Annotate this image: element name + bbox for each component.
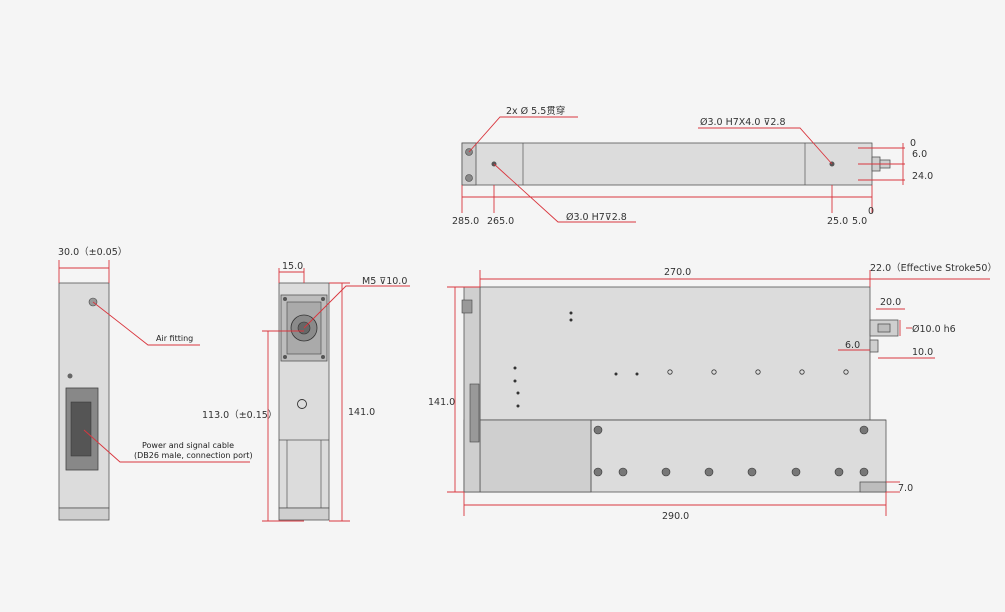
top-view: 2x Ø 5.5贯穿 Ø3.0 H7X4.0 ⊽2.8 Ø3.0 H7⊽2.8 … bbox=[452, 105, 933, 227]
top-6-label: 6.0 bbox=[912, 149, 927, 160]
cable-label-line2: (DB26 male, connection port) bbox=[134, 451, 253, 460]
end-m5-label: M5 ⊽10.0 bbox=[362, 276, 407, 287]
top-265-label: 265.0 bbox=[487, 216, 514, 227]
top-hole-center-label: Ø3.0 H7⊽2.8 bbox=[566, 212, 627, 223]
front-view-body bbox=[479, 286, 871, 421]
front-view: 270.0 22.0（Effective Stroke50） 20.0 Ø10.… bbox=[428, 262, 997, 522]
top-25-label: 25.0 bbox=[827, 216, 848, 227]
front-view-holes bbox=[513, 311, 869, 477]
front-view-connector bbox=[469, 383, 480, 443]
top-hole-right-label: Ø3.0 H7X4.0 ⊽2.8 bbox=[700, 117, 786, 128]
front-10-label: 10.0 bbox=[912, 347, 933, 358]
front-6-label: 6.0 bbox=[845, 340, 860, 351]
top-view-end-block bbox=[461, 142, 477, 186]
top-through-hole-2 bbox=[465, 174, 473, 182]
top-5-label: 5.0 bbox=[852, 216, 867, 227]
front-7-label: 7.0 bbox=[898, 483, 913, 494]
side-view: 30.0（±0.05） Air fitting Power and signal… bbox=[58, 246, 253, 521]
cable-label-line1: Power and signal cable bbox=[142, 441, 234, 450]
end-15-label: 15.0 bbox=[282, 261, 303, 272]
front-141-label: 141.0 bbox=[428, 397, 455, 408]
side-width-label: 30.0（±0.05） bbox=[58, 246, 127, 258]
end-view: 15.0 M5 ⊽10.0 113.0（±0.15） 141.0 bbox=[202, 261, 410, 522]
front-shaft-label: Ø10.0 h6 bbox=[912, 324, 956, 335]
end-113-label: 113.0（±0.15） bbox=[202, 409, 277, 421]
top-0-bottom-label: 0 bbox=[868, 206, 874, 217]
top-hole-through-label: 2x Ø 5.5贯穿 bbox=[506, 105, 565, 117]
top-0-right-label: 0 bbox=[910, 138, 916, 149]
front-270-label: 270.0 bbox=[664, 267, 691, 278]
top-285-label: 285.0 bbox=[452, 216, 479, 227]
top-view-body bbox=[461, 142, 873, 186]
front-290-label: 290.0 bbox=[662, 511, 689, 522]
end-141-label: 141.0 bbox=[348, 407, 375, 418]
air-fitting-label: Air fitting bbox=[156, 334, 193, 343]
front-view-fitting bbox=[461, 299, 473, 314]
front-stroke-label: 22.0（Effective Stroke50） bbox=[870, 262, 997, 274]
top-24-label: 24.0 bbox=[912, 171, 933, 182]
end-view-hole bbox=[297, 399, 307, 409]
front-20-label: 20.0 bbox=[880, 297, 901, 308]
